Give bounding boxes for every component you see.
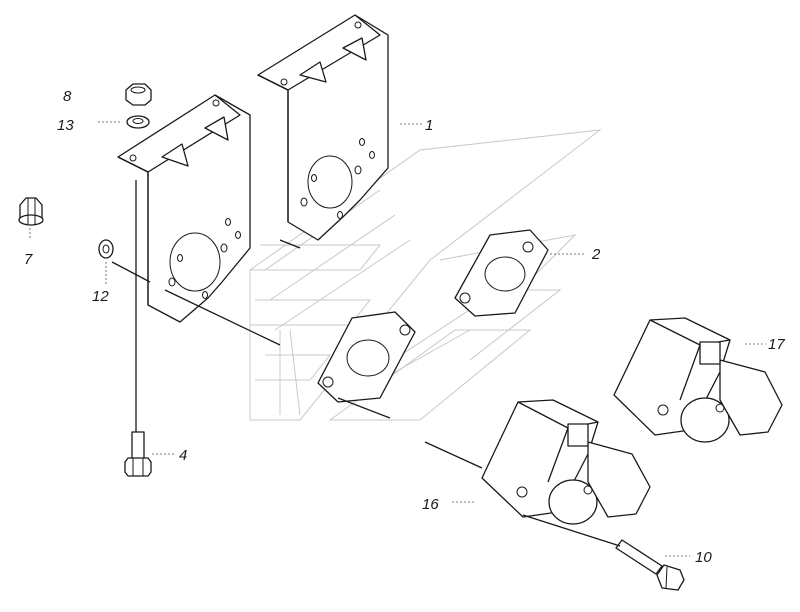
gasket-lower bbox=[317, 311, 416, 403]
washer-small bbox=[126, 115, 150, 129]
bolt-angled bbox=[615, 539, 685, 591]
nut-small bbox=[125, 83, 152, 106]
callout-17: 17 bbox=[768, 336, 785, 353]
bolt-vertical bbox=[124, 431, 152, 477]
socket-lower bbox=[481, 399, 651, 525]
assembly-lines bbox=[111, 180, 621, 547]
callout-4: 4 bbox=[179, 447, 187, 464]
callout-1: 1 bbox=[425, 117, 433, 134]
callout-8: 8 bbox=[63, 88, 72, 105]
washer-large bbox=[98, 239, 114, 259]
callout-10: 10 bbox=[695, 549, 712, 566]
socket-upper bbox=[613, 317, 783, 443]
callout-13: 13 bbox=[57, 117, 74, 134]
leader-lines bbox=[29, 121, 766, 557]
callout-12: 12 bbox=[92, 288, 109, 305]
gasket-upper bbox=[454, 229, 549, 317]
callout-7: 7 bbox=[24, 251, 33, 268]
callout-2: 2 bbox=[591, 246, 601, 263]
bracket-rear bbox=[257, 14, 389, 241]
flange-nut bbox=[18, 197, 44, 226]
callout-16: 16 bbox=[422, 496, 439, 513]
bracket-front bbox=[117, 94, 251, 323]
